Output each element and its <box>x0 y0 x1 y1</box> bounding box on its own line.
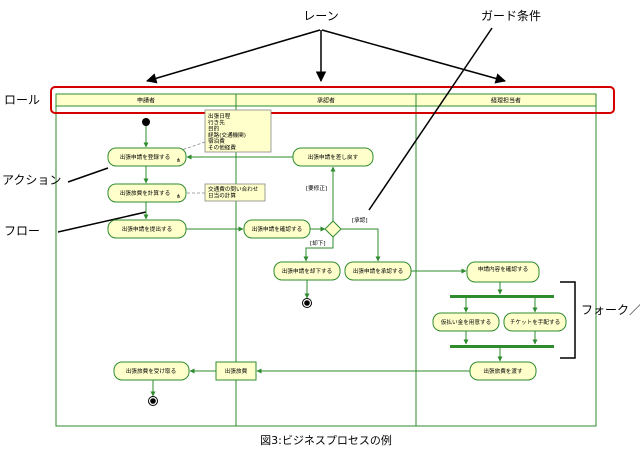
annotation-fork-join: フォーク／ジョイン <box>581 303 640 317</box>
final-node-inner <box>150 398 156 404</box>
action-advance-label: 仮払い金を用意する <box>441 318 491 326</box>
fork-join-bracket <box>560 281 576 359</box>
action-calc <box>107 183 187 203</box>
action-calc-label: 出張旅費を計算する <box>120 189 170 197</box>
action-register-label: 出張申請を登録する <box>120 153 170 161</box>
action-check-label: 申請内容を確認する <box>478 265 528 273</box>
guard-reject-label: [却下] <box>310 239 326 247</box>
guard-approve-label: [承認] <box>352 216 368 224</box>
action-approve-label: 出張申請を承認する <box>353 267 403 275</box>
initial-node <box>142 118 150 126</box>
lane-header-accounting: 経理担当者 <box>491 97 521 105</box>
annotation-action: アクション <box>2 173 61 187</box>
action-confirm-label: 出張申請を確認する <box>252 225 302 233</box>
figure-caption: 図3:ビジネスプロセスの例 <box>260 433 392 447</box>
object-node-label: 出張旅費 <box>225 367 248 375</box>
action-return-label: 出張申請を差し戻す <box>308 153 359 161</box>
final-node-reject-inner <box>304 300 310 306</box>
fork-bar <box>450 295 554 298</box>
join-bar <box>450 345 554 348</box>
role-highlight-box <box>50 86 615 114</box>
annotation-lane: レーン <box>303 9 338 23</box>
annotation-flow: フロー <box>4 224 40 238</box>
action-pay-label: 出張旅費を渡す <box>483 367 523 375</box>
rake-icon: ⋔ <box>176 157 181 164</box>
lane-arrow-right <box>321 29 507 84</box>
annotation-guard: ガード条件 <box>481 9 541 23</box>
action-reject-label: 出張申請を却下する <box>282 267 332 275</box>
flow-decision-reject <box>303 237 334 262</box>
action-receive-label: 出張旅費を受け取る <box>126 367 176 375</box>
action-check <box>466 261 540 283</box>
lane-header-applicant: 申請者 <box>137 97 155 105</box>
action-pointer-line <box>67 167 109 183</box>
action-submit-label: 出張申請を提出する <box>122 225 172 233</box>
action-ticket-label: チケットを手配する <box>510 318 560 326</box>
note-items-text: 出張日程 行き先 目的 経路(交通機関) 宿泊費 その他経費 <box>208 112 248 152</box>
annotation-role: ロール <box>4 93 40 107</box>
note-calc <box>204 183 266 202</box>
guard-fix-label: [要修正] <box>306 184 327 192</box>
lane-header-approver: 承認者 <box>317 97 335 105</box>
guard-pointer-line <box>368 27 493 211</box>
flow-pointer-line <box>57 211 147 233</box>
action-register <box>107 147 187 167</box>
lane-header-bar <box>55 93 597 107</box>
note-calc-text: 交通費の問い合わせ 日当の計算 <box>208 185 260 200</box>
lane-arrow-left <box>145 29 321 84</box>
flow-decision-approve <box>341 228 381 262</box>
note-items <box>204 109 272 153</box>
action-receive <box>113 361 190 381</box>
rake-icon: ⋔ <box>176 193 181 200</box>
